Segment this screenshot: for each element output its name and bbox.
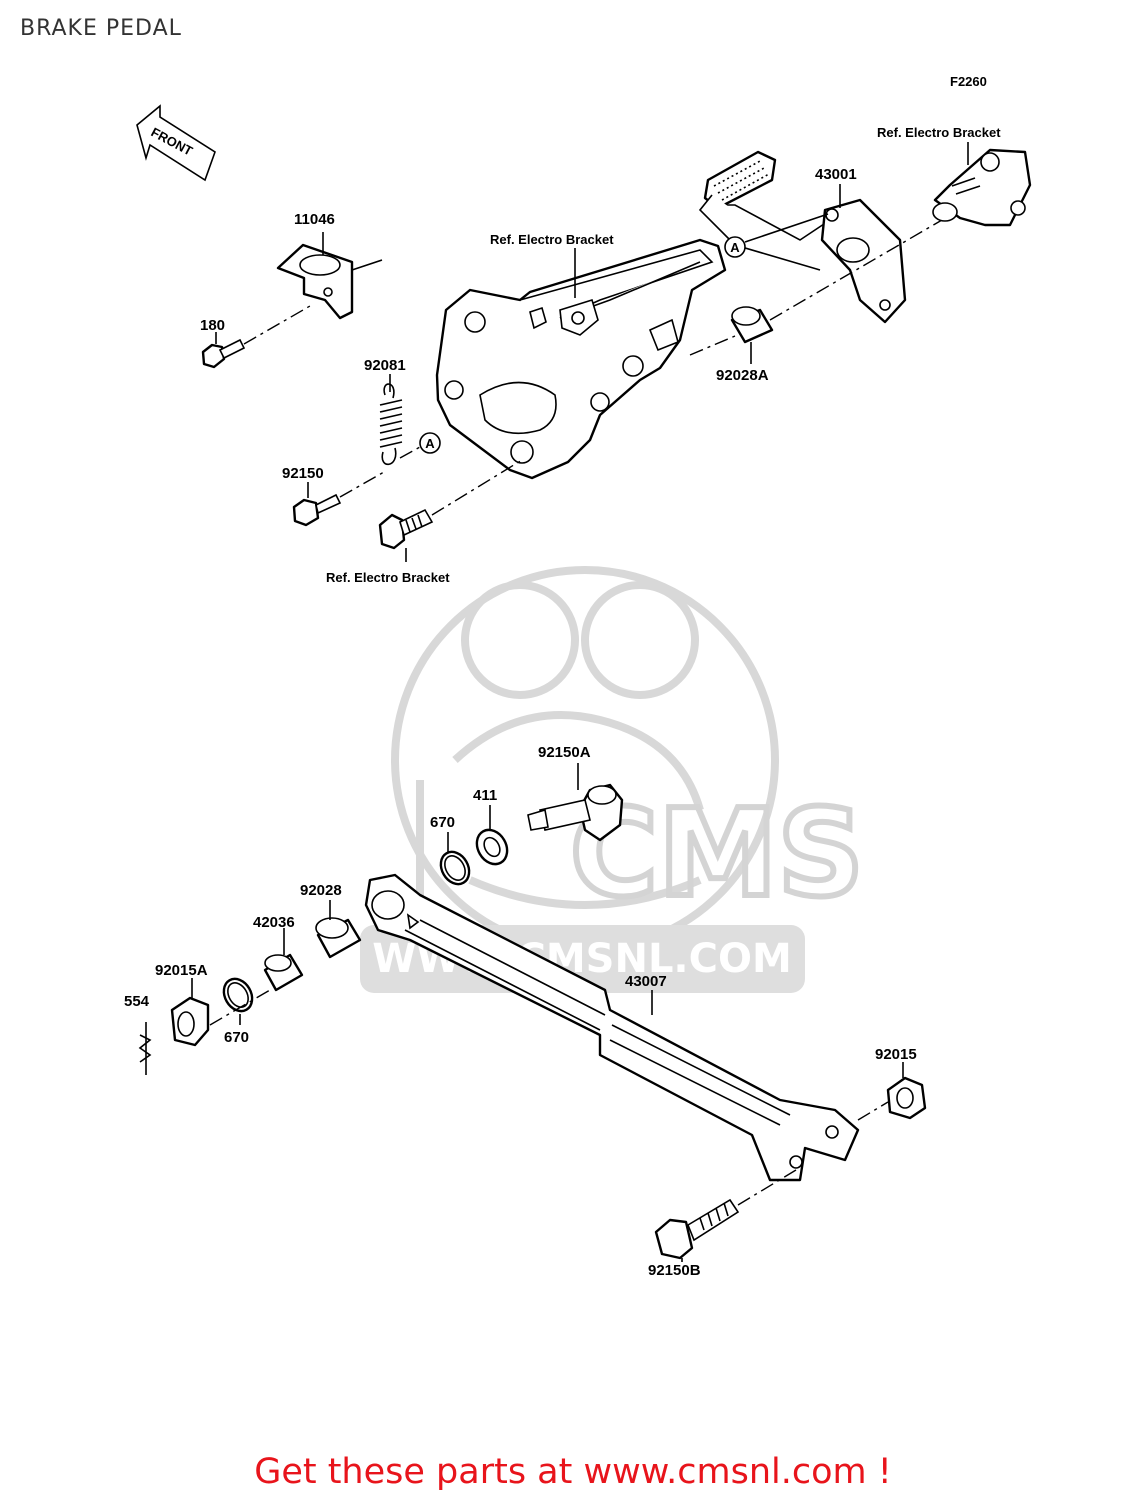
footer-promo-link[interactable]: Get these parts at www.cmsnl.com ! bbox=[254, 1452, 892, 1492]
ref-electro-bracket-top-right bbox=[932, 148, 1032, 227]
part-92150B-bolt bbox=[654, 1198, 740, 1260]
part-label-43001: 43001 bbox=[815, 166, 857, 183]
part-label-92150A: 92150A bbox=[538, 744, 591, 761]
part-label-92150B: 92150B bbox=[648, 1262, 701, 1279]
part-label-92028A: 92028A bbox=[716, 367, 769, 384]
part-670-ring-lower bbox=[222, 977, 254, 1013]
part-92028A-collar bbox=[730, 306, 774, 344]
part-411-washer bbox=[475, 828, 509, 866]
part-label-11046: 11046 bbox=[294, 211, 335, 228]
page-title: BRAKE PEDAL bbox=[20, 16, 182, 41]
part-label-92028: 92028 bbox=[300, 882, 342, 899]
part-label-670-lower: 670 bbox=[224, 1029, 249, 1046]
callout-a-left: A bbox=[419, 432, 441, 454]
part-180-bolt bbox=[201, 338, 246, 369]
part-43007-rod bbox=[364, 873, 860, 1182]
part-label-670-upper: 670 bbox=[430, 814, 455, 831]
figure-code: F2260 bbox=[950, 74, 987, 89]
part-label-554: 554 bbox=[124, 993, 150, 1010]
part-label-92015A: 92015A bbox=[155, 962, 208, 979]
electro-bracket-main bbox=[435, 238, 727, 480]
part-11046-clamp bbox=[276, 243, 354, 320]
part-554-cotter-pin bbox=[138, 1022, 152, 1075]
svg-text:A: A bbox=[425, 436, 435, 451]
svg-text:A: A bbox=[730, 240, 740, 255]
part-label-180: 180 bbox=[200, 317, 225, 334]
part-92150A-bolt bbox=[527, 783, 624, 842]
part-label-92150: 92150 bbox=[282, 465, 324, 482]
part-92015A-nut bbox=[170, 996, 210, 1047]
callout-a-right: A bbox=[724, 236, 746, 258]
part-label-92015: 92015 bbox=[875, 1046, 917, 1063]
part-42036-collar bbox=[263, 953, 304, 992]
ref-electro-bracket-bolt bbox=[378, 508, 434, 550]
part-label-411: 411 bbox=[473, 787, 497, 804]
part-label-43007: 43007 bbox=[625, 973, 667, 990]
ref-label-bottom: Ref. Electro Bracket bbox=[326, 570, 450, 585]
part-label-92081: 92081 bbox=[364, 357, 406, 374]
ref-label-top-right: Ref. Electro Bracket bbox=[877, 125, 1001, 140]
ref-label-middle: Ref. Electro Bracket bbox=[490, 232, 614, 247]
part-92081-spring bbox=[379, 383, 403, 466]
part-label-42036: 42036 bbox=[253, 914, 295, 931]
part-43001-brake-pedal bbox=[698, 150, 907, 324]
part-92028-collar bbox=[315, 917, 362, 959]
part-670-ring-upper bbox=[439, 850, 471, 886]
front-arrow-icon: FRONT bbox=[136, 104, 216, 182]
part-92015-nut bbox=[886, 1076, 927, 1120]
part-92150-bolt bbox=[292, 493, 342, 527]
